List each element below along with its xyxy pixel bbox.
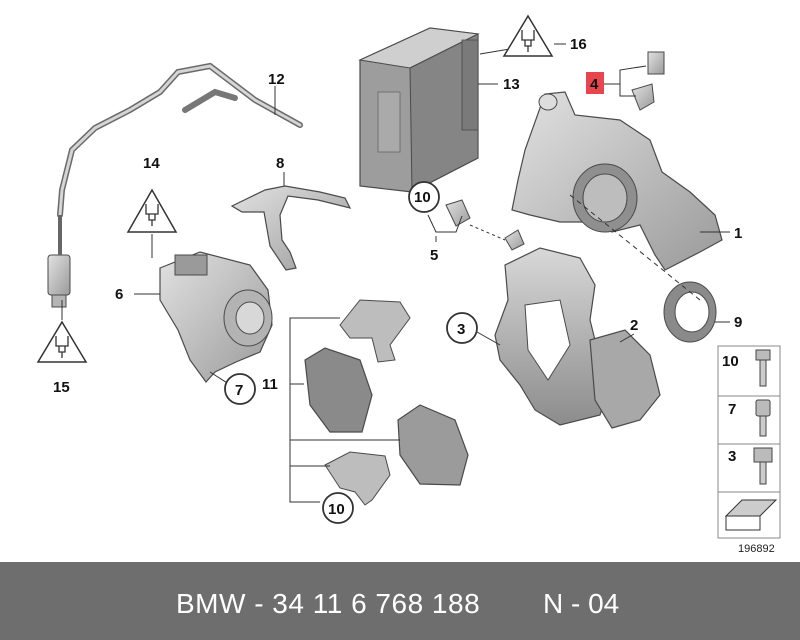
legend-label-3: 3 (728, 448, 736, 465)
svg-text:10: 10 (328, 501, 345, 518)
svg-text:10: 10 (414, 189, 431, 206)
callout-11: 11 (262, 376, 278, 393)
callout-9: 9 (734, 314, 742, 331)
brake-pads-part (304, 347, 469, 486)
brake-motor-part (159, 251, 273, 383)
circled-callout-7: 7 (224, 373, 256, 405)
svg-text:3: 3 (457, 321, 465, 338)
spring-clips-part (324, 299, 411, 506)
callout-5: 5 (430, 247, 438, 264)
callout-4: 4 (590, 76, 599, 93)
callout-2: 2 (630, 317, 638, 334)
caliper-carrier-part (494, 247, 609, 426)
guide-bolt-part (445, 199, 525, 251)
warning-triangle-icon-15 (36, 320, 88, 363)
leader-lines (61, 43, 730, 503)
arrow-icon (724, 499, 778, 531)
callout-15: 15 (53, 379, 70, 396)
fastener-legend: 10 7 3 196892 (717, 345, 781, 555)
svg-text:7: 7 (235, 382, 243, 399)
flange-bolt-icon (753, 447, 773, 485)
legend-label-10: 10 (722, 353, 739, 370)
seal-ring-part (663, 281, 717, 343)
revision-text: N - 04 (543, 588, 620, 619)
legend-label-7: 7 (728, 401, 736, 418)
warning-triangle-icon-14 (126, 188, 178, 233)
callout-13: 13 (503, 76, 520, 93)
callout-6: 6 (115, 286, 123, 303)
circled-callout-10-top: 10 (408, 181, 440, 213)
exploded-view-diagram: 12 14 8 6 15 13 16 1 9 2 5 11 4 10 3 7 1… (36, 14, 781, 555)
callout-8: 8 (276, 155, 284, 172)
hex-bolt-icon (755, 349, 771, 387)
circled-callout-3: 3 (446, 312, 478, 344)
socket-cap-screw-icon (755, 399, 771, 437)
bleeder-valve-part (631, 51, 665, 111)
caliper-housing-part (511, 91, 723, 271)
footer-bar: BMW - 34 11 6 768 188 N - 04 (0, 562, 800, 640)
part-number-text: BMW - 34 11 6 768 188 (176, 588, 481, 619)
callout-14: 14 (143, 155, 160, 172)
callout-16: 16 (570, 36, 587, 53)
highlight-box-4 (586, 72, 604, 94)
bracket-part (230, 185, 352, 271)
wear-sensor-cable-part (47, 62, 303, 308)
callout-1: 1 (734, 225, 742, 242)
drawing-number: 196892 (738, 543, 775, 555)
control-unit-part (358, 27, 480, 193)
warning-triangle-icon-16 (502, 14, 554, 57)
circled-callout-10-bottom: 10 (322, 492, 354, 524)
brake-pad-mounted-part (589, 329, 661, 429)
callout-12: 12 (268, 71, 285, 88)
